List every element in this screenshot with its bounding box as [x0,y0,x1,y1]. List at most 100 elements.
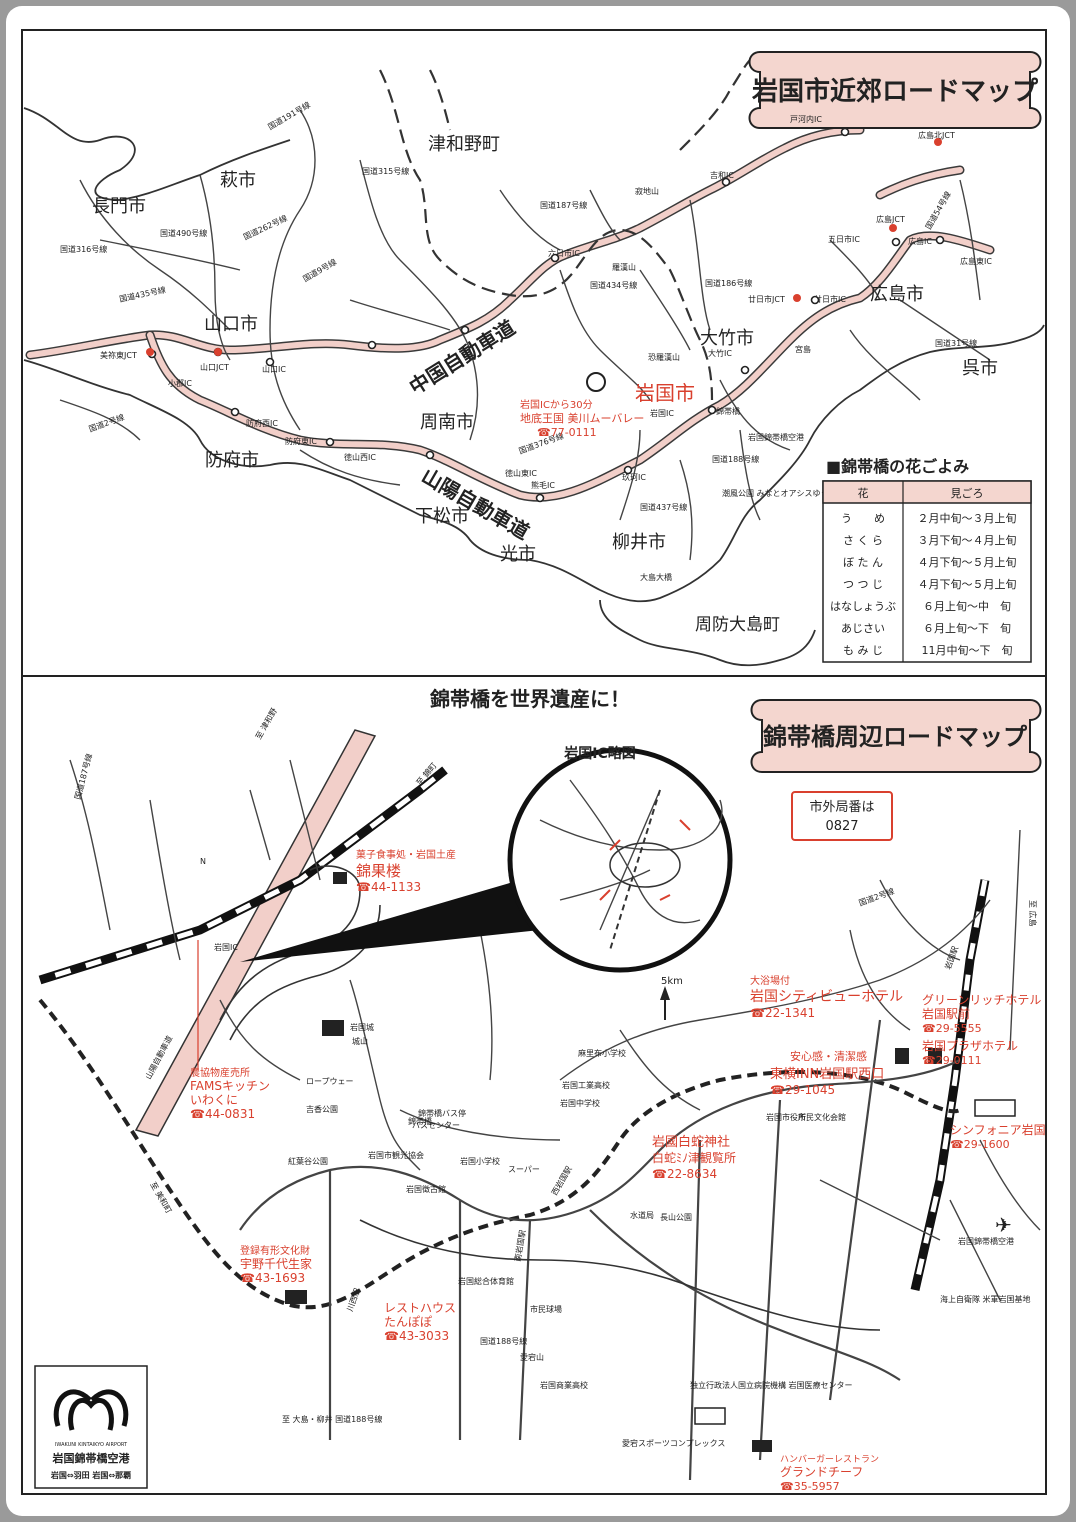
ic-marker [891,237,901,247]
ic-marker [425,450,435,460]
top-map: 岩国市近郊ロードマップ 津和野町 萩市 長門市 山口市 防府市 周南市 下松市 … [21,29,1047,677]
ic-marker [325,437,335,447]
map-label: 広島北JCT [918,130,955,140]
map-label: 山口JCT [200,362,229,372]
map-label: 徳山西IC [344,452,376,462]
listing-tel: ☎29-1600 [950,1138,1010,1151]
inset-title: 岩国IC略図 [563,745,635,762]
flower-name: はなしょうぶ [830,600,896,613]
jct-marker [934,138,942,146]
jct-marker [889,224,897,232]
ic-marker [623,465,633,475]
hotel-icon [928,1048,942,1064]
map-label: 至 広島 [1028,900,1038,927]
bottom-map-title: 錦帯橋周辺ロードマップ [763,723,1028,751]
listing-tel: ☎29-0111 [922,1054,982,1067]
map-label: 宮島 [795,344,811,354]
shop-icon [333,872,347,884]
ic-marker [460,325,470,335]
flower-season: ２月中旬～３月上旬 [918,512,1017,525]
ic-marker [935,235,945,245]
map-label: 海上自衛隊 米軍岩国基地 [940,1294,1031,1304]
flower-season: ４月下旬～５月上旬 [918,578,1017,591]
flower-season: ３月下旬～４月上旬 [918,534,1017,547]
ic-marker [550,253,560,263]
flower-season: 11月中旬～下 旬 [922,644,1013,657]
map-label: 小郡IC [168,378,192,388]
airplane-icon: ✈ [995,1213,1012,1237]
expressway-sanyo [145,165,995,502]
sun-icon [586,372,606,392]
map-label: 六日市IC [548,248,580,258]
flower-season: ６月上旬～下 旬 [923,622,1011,635]
attraction-mikawa-moovalley: 岩国ICから30分 地底王国 美川ムーバレー ☎77-0111 [520,372,644,439]
map-label: 国道186号線 [705,278,752,288]
north-label: 5km [661,976,683,987]
flower-calendar-header-row [822,480,1032,504]
listing-name: 錦果楼 [356,862,401,880]
map-label: バスセンター [412,1121,460,1130]
map-label: 大島大橋 [640,572,672,582]
map-label: 玖珂IC [622,472,646,482]
ic-marker [265,357,275,367]
flower-calendar-header: 見ごろ [951,486,984,500]
map-label: 錦帯橋 [408,1116,432,1126]
listing-tel: ☎44-0831 [190,1107,255,1121]
hotel-icon [895,1048,909,1064]
map-label: 徳山東IC [505,468,537,478]
prefecture-border [379,59,751,401]
map-label: 愛宕山 [520,1352,544,1362]
listing-tagline: ハンバーガーレストラン [780,1454,879,1465]
listing-resthouse-tanpopo: レストハウス たんぽぽ ☎43-3033 [384,1301,456,1343]
map-label: 国道490号線 [160,228,207,238]
listing-name: 東横INN岩国駅西口 [770,1066,884,1082]
listing-name: グランドチーフ [780,1465,863,1479]
city-label: 長門市 [92,196,146,217]
area-code-label: 市外局番は [809,799,874,815]
ic-marker [810,295,820,305]
listing-symphonia: シンフォニア岩国 ☎29-1600 [950,1122,1046,1151]
listing-tel: ☎29-1045 [770,1083,835,1097]
north-arrow-icon: 5km [660,976,683,1020]
hospital-icon [694,1407,726,1425]
bottom-roads [69,759,1041,1481]
map-label: 寂地山 [635,186,659,196]
map-label: 潮風公園 みなとオアシスゆう [722,488,829,498]
ic-marker [707,405,717,415]
map-label: 広島JCT [876,214,905,224]
map-label: 岩国市役所 [766,1112,806,1122]
listing-name: シンフォニア岩国 [950,1122,1046,1137]
area-code-box: 市外局番は 0827 [791,791,893,841]
listing-green-rich-hotel: グリーンリッチホテル 岩国駅前 ☎29-5555 [922,993,1041,1035]
railway-gantoku-line [38,998,961,1310]
national-roads [59,109,991,561]
map-label: 五日市IC [828,234,860,244]
flower-season: ４月下旬～５月上旬 [918,556,1017,569]
listing-name: レストハウス [384,1301,456,1315]
flower-season: ６月上旬～中 旬 [923,600,1011,613]
map-label: 岩国錦帯橋空港 [958,1236,1014,1246]
jct-marker [793,294,801,302]
ic-marker [721,177,731,187]
listing-name: 宇野千代生家 [240,1256,312,1271]
map-label: 長山公園 [660,1212,692,1222]
city-label: 周防大島町 [695,615,780,635]
house-icon [285,1290,307,1304]
map-label: 国道434号線 [590,280,637,290]
jct-marker [146,348,154,356]
map-label: 国道31号線 [935,338,977,348]
landmark-icons [285,872,1016,1452]
listing-tagline: 大浴場付 [750,974,790,987]
city-label-iwakuni: 岩国市 [635,381,695,405]
map-label: 吉和IC [710,171,734,180]
map-label: 廿日市IC [814,294,846,304]
map-label: 城山 [352,1036,368,1046]
attraction-note: 岩国ICから30分 [520,398,593,411]
bottom-map: 錦帯橋を世界遺産に！ 錦帯橋周辺ロードマップ 市外局番は 0827 [21,675,1047,1495]
inset-pointer [240,880,540,962]
listing-tel: ☎35-5957 [780,1480,840,1493]
map-label: 広島東IC [960,256,992,266]
area-code-value: 0827 [825,819,858,834]
map-label: 岩国IC [214,942,238,952]
top-map-title: 岩国市近郊ロードマップ [751,76,1039,107]
